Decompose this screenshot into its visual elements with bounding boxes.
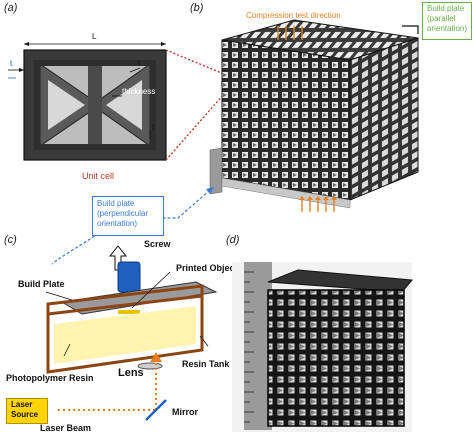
panel-a-label: (a) <box>4 2 18 14</box>
panel-d-label: (d) <box>226 234 240 246</box>
dim-t-label-3: t <box>152 123 155 132</box>
screw-label: Screw <box>144 239 171 249</box>
build-plate-perpendicular-box: Build plate (perpendicular orientation) <box>92 196 164 236</box>
build-plate-parallel-line3: orientation) <box>427 24 468 33</box>
dim-L-label: L <box>92 32 97 41</box>
resin-tank-label: Resin Tank <box>182 359 230 369</box>
thickness-label: thickness <box>122 87 156 96</box>
laser-source-box: Laser Source <box>6 398 48 424</box>
photopolymer-resin-label: Photopolymer Resin <box>6 373 94 383</box>
printed-object-label: Printed Object <box>176 263 238 273</box>
build-plate-parallel-line1: Build plate <box>427 4 465 13</box>
laser-beam-label: Laser Beam <box>40 423 92 433</box>
mirror-label: Mirror <box>172 407 199 417</box>
panel-c-label: (c) <box>4 234 17 246</box>
build-plate-perpendicular-line2: (perpendicular <box>97 209 149 218</box>
build-plate-perpendicular-line3: orientation) <box>97 219 138 228</box>
build-plate-perpendicular-line1: Build plate <box>97 199 135 208</box>
build-plate-parallel-box: Build plate (parallel orientation) <box>422 2 472 40</box>
unit-cell-caption: Unit cell <box>82 171 115 181</box>
lens-label: Lens <box>118 367 144 379</box>
dim-t-label-2: t <box>138 59 141 68</box>
compression-direction-label: Compression test direction <box>246 11 341 20</box>
dim-t-label-1: t <box>10 59 13 68</box>
laser-source-line2: Source <box>11 410 39 419</box>
laser-source-line1: Laser <box>11 400 33 409</box>
panel-b-label: (b) <box>190 2 204 14</box>
build-plate-label: Build Plate <box>18 279 65 289</box>
build-plate-parallel-line2: (parallel <box>427 14 456 23</box>
